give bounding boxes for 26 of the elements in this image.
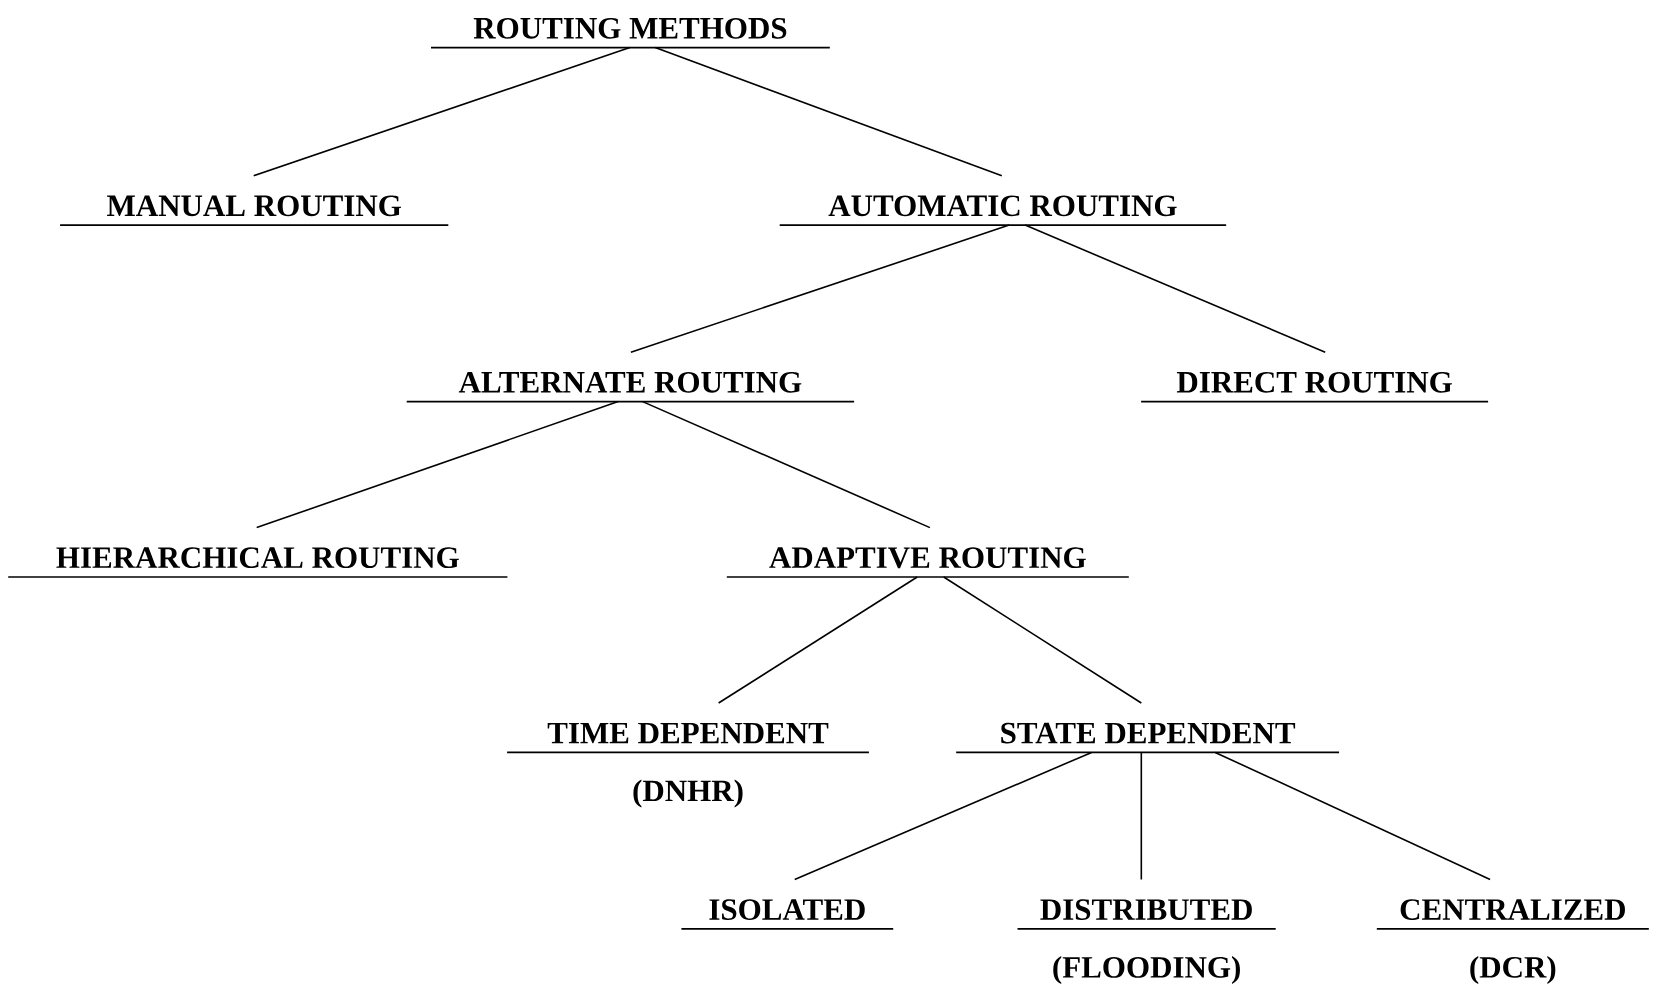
connector-line (630, 224, 1010, 353)
connector-line (1214, 751, 1491, 881)
node-note: (DCR) (1470, 956, 1556, 985)
connector-line (1024, 224, 1326, 353)
node-note: (DNHR) (633, 779, 743, 808)
underlined-label: ALTERNATE ROUTING (405, 371, 855, 403)
connector-line (942, 576, 1143, 704)
connector-line (1140, 751, 1143, 881)
connector-line (255, 400, 619, 529)
connector-line (717, 576, 918, 704)
underlined-label: HIERARCHICAL ROUTING (7, 547, 509, 578)
underlined-label: ISOLATED (680, 899, 894, 930)
connector-line (641, 400, 931, 529)
connector-line (252, 46, 631, 177)
connector-line (793, 751, 1093, 881)
underlined-label: CENTRALIZED (1376, 899, 1650, 930)
underlined-label: AUTOMATIC ROUTING (778, 195, 1227, 226)
connector-line (654, 46, 1003, 177)
underlined-label: ROUTING METHODS (430, 17, 831, 49)
underlined-label: ADAPTIVE ROUTING (726, 547, 1130, 578)
underlined-label: TIME DEPENDENT (506, 722, 870, 754)
underlined-label: STATE DEPENDENT (955, 722, 1340, 754)
underlined-label: DISTRIBUTED (1016, 899, 1277, 930)
node-note: (FLOODING) (1053, 956, 1240, 985)
underlined-label: MANUAL ROUTING (59, 195, 450, 226)
underlined-label: DIRECT ROUTING (1140, 371, 1489, 403)
